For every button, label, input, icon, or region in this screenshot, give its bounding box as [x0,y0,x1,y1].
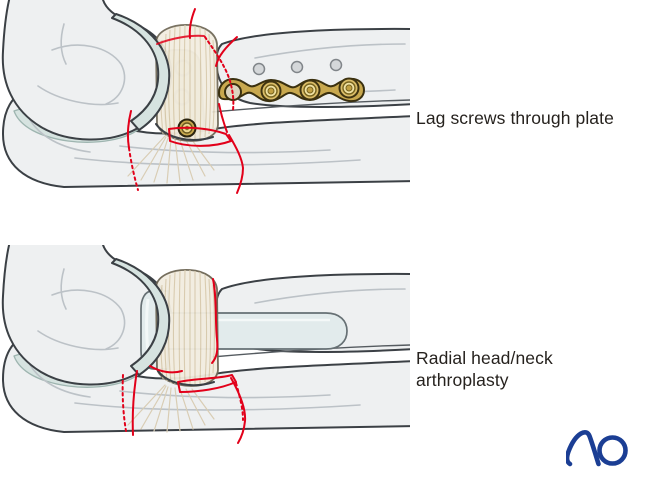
capitellum-cartilage [111,258,171,376]
ligament-fibers [127,384,215,433]
annular-ligament [155,269,219,387]
radial-neck-outline [157,370,215,387]
fracture-lines [121,278,247,444]
screw-tips [252,58,343,76]
plate-screw [260,80,282,102]
elbow-arthroplasty-illustration [1,240,417,444]
figure-caption-arthroplasty: Radial head/neck arthroplasty [416,348,553,390]
figure-caption-lag-screws: Lag screws through plate [416,108,614,128]
figure-radial-head-arthroplasty [0,240,417,445]
plate-screw [338,77,360,99]
ao-logo-icon [566,429,628,467]
elbow-plate-illustration [1,0,417,194]
capitellum-cartilage [111,13,171,131]
fracture-lines [126,8,244,194]
figure-lag-screws-through-plate [0,0,417,200]
radial-neck-outline [155,123,214,141]
plate-screw [299,79,321,101]
fixation-plate [218,77,365,103]
ao-logo: AO [566,429,628,467]
